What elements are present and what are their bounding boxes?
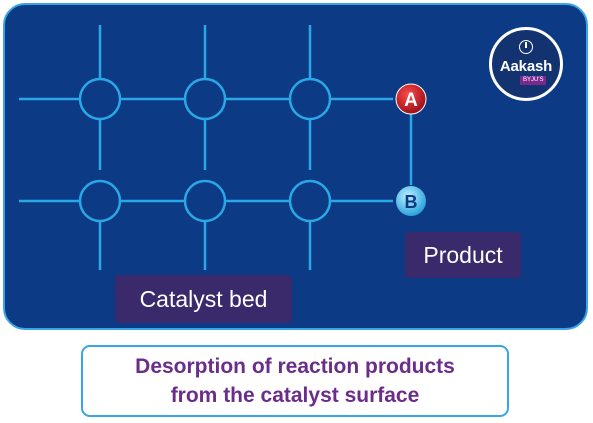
catalyst-bed-label: Catalyst bed	[115, 275, 292, 323]
atom-b: B	[396, 186, 426, 216]
lattice-site	[183, 77, 227, 121]
logo-sub: BYJU'S	[520, 76, 547, 85]
lattice-sites	[78, 77, 332, 223]
atom-a-label: A	[404, 90, 418, 111]
caption-line-1: Desorption of reaction products	[135, 355, 455, 378]
atom-b-label: B	[405, 192, 418, 212]
lattice-site	[78, 179, 122, 223]
aakash-logo: Aakash BYJU'S	[489, 27, 563, 101]
lattice-site	[288, 179, 332, 223]
atom-a: A	[395, 83, 427, 115]
caption-line-2: from the catalyst surface	[170, 384, 420, 407]
catalyst-lattice: A B	[19, 25, 427, 270]
lattice-site	[183, 179, 227, 223]
product-label: Product	[405, 232, 521, 278]
grid-lines	[19, 25, 413, 270]
logo-emblem-icon	[519, 40, 533, 54]
caption-box: Desorption of reaction products from the…	[81, 345, 509, 417]
logo-name: Aakash	[499, 58, 553, 75]
lattice-site	[288, 77, 332, 121]
lattice-site	[78, 77, 122, 121]
diagram-panel: A B Aakash BYJU'S Product Catalyst bed	[3, 3, 588, 330]
